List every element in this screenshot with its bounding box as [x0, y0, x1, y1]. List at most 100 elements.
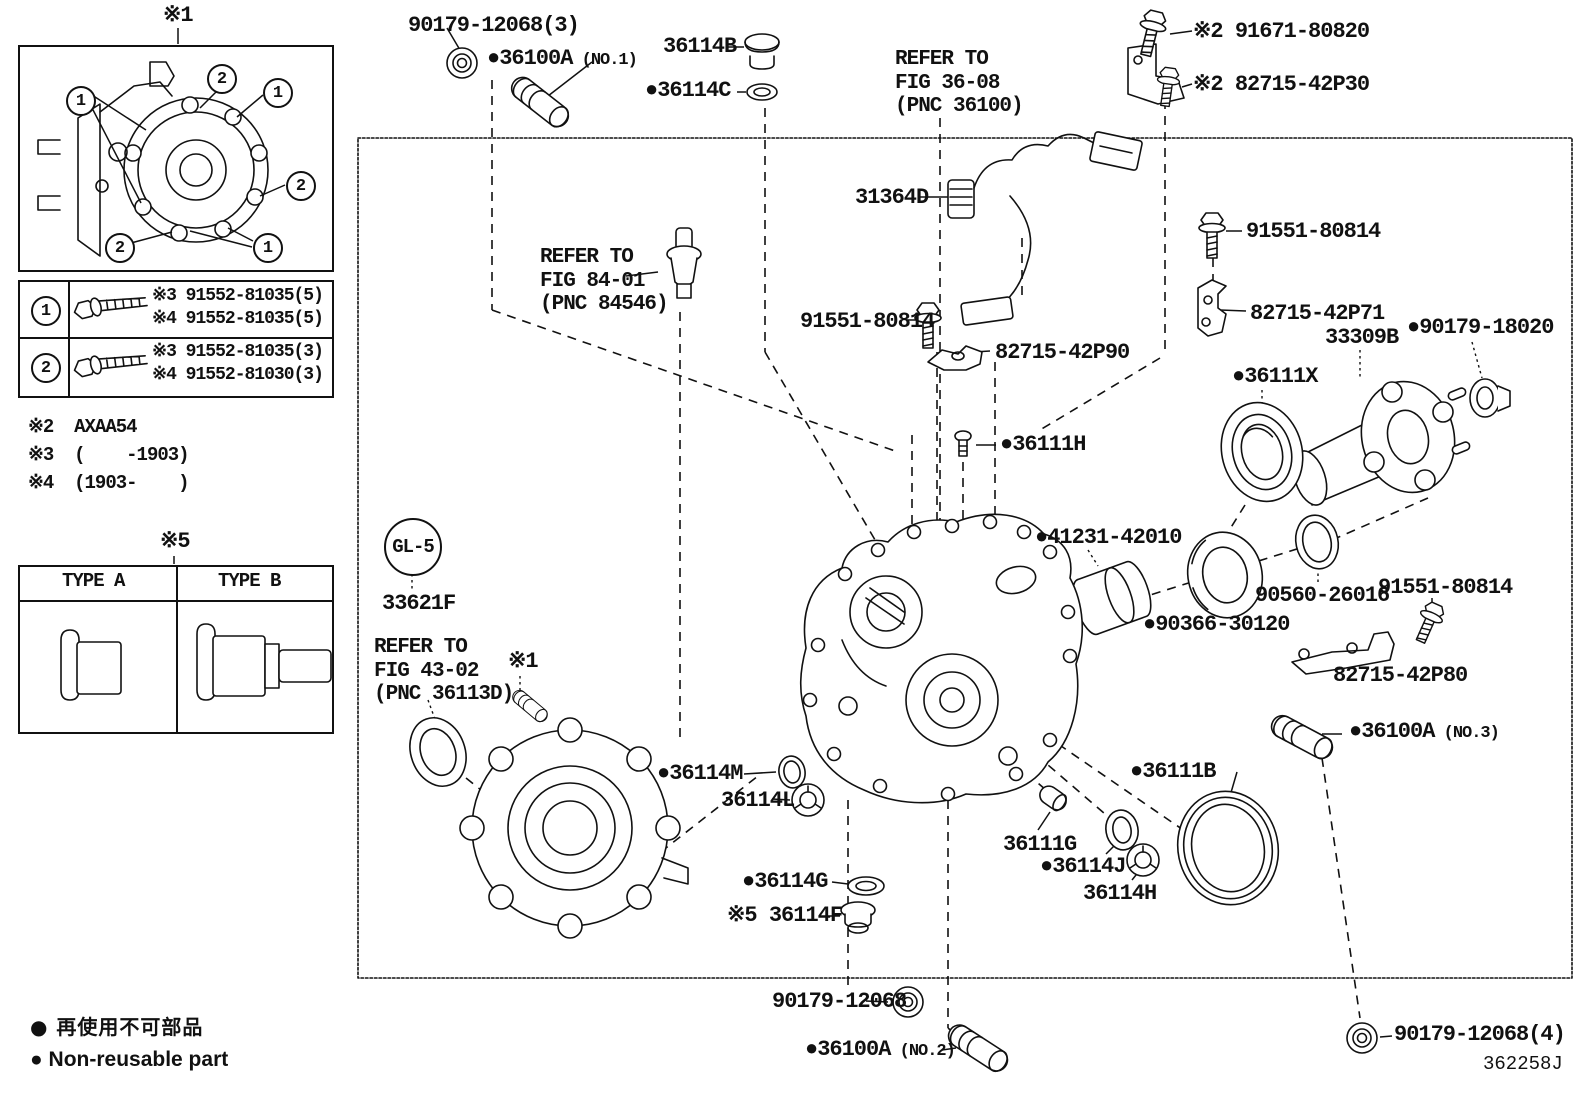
oil-seal-icon	[1220, 401, 1304, 503]
non-reusable-dot: ●	[805, 1037, 818, 1062]
breather-plug-icon	[744, 33, 780, 70]
part-label-36114h: 36114H	[1083, 881, 1157, 906]
plug-icon	[791, 783, 825, 817]
bolt-spec-table	[18, 280, 334, 398]
plug-icon	[1126, 843, 1160, 877]
non-reusable-dot: ●	[657, 761, 670, 786]
stud-bolt-icon	[1266, 710, 1338, 764]
bolt-spec-row1-line2: ※4 91552-81035(5)	[152, 309, 324, 329]
part-label-82715-42p80: 82715-42P80	[1333, 663, 1468, 688]
legend-non-reusable-jp: ● 再使用不可部品	[30, 1015, 204, 1039]
part-label-36111x: ●36111X	[1232, 364, 1318, 389]
part-label-90179-12068: 90179-12068	[772, 989, 907, 1014]
part-label-82715-42p30: ※2 82715-42P30	[1193, 72, 1370, 97]
table-row-divider	[20, 337, 332, 339]
footnote-4: ※4 (1903- )	[28, 472, 190, 494]
oil-seal-icon	[409, 717, 467, 787]
part-label-91671-80820: ※2 91671-80820	[1193, 19, 1370, 44]
refer-note-fig-36-08: REFER TO FIG 36-08 (PNC 36100)	[895, 48, 1024, 119]
snap-ring-icon	[1294, 514, 1340, 570]
refer-note-fig-84-01: REFER TO FIG 84-01 (PNC 84546)	[540, 246, 669, 317]
case-bolt-holes	[802, 514, 1078, 802]
non-reusable-dot: ●	[1143, 612, 1156, 637]
table-col-divider	[68, 282, 70, 396]
speed-sensor-icon	[666, 227, 702, 299]
drawing-number: 362258J	[1483, 1053, 1563, 1075]
plug-icon	[1469, 378, 1511, 418]
type-b-plug-shape	[196, 623, 332, 701]
part-label-36114j: ●36114J	[1040, 854, 1126, 879]
type-table	[18, 565, 334, 734]
callout-badge: 1	[263, 78, 293, 108]
callout-badge: 2	[207, 64, 237, 94]
callout-1-badge: 1	[31, 296, 61, 326]
part-label-33621f: 33621F	[382, 591, 456, 616]
note-ref: ※2	[1193, 19, 1235, 44]
part-label-82715-42p71: 82715-42P71	[1250, 301, 1385, 326]
part-label-90179-12068-4: 90179-12068(4)	[1394, 1022, 1566, 1047]
part-label-31364d: 31364D	[855, 185, 929, 210]
part-label-82715-42p90: 82715-42P90	[995, 340, 1130, 365]
part-label-36111g: 36111G	[1003, 832, 1077, 857]
wire-harness-icon	[947, 131, 1143, 326]
type-a-header: TYPE A	[62, 570, 125, 592]
non-reusable-dot: ●	[487, 46, 500, 71]
inset-housing-drawing	[37, 28, 286, 257]
callout-badge: 1	[253, 233, 283, 263]
callout-badge: 1	[66, 86, 96, 116]
wire-clamp-icon	[927, 345, 983, 371]
callout-2-badge: 2	[31, 353, 61, 383]
side-cover-drawing	[459, 717, 689, 939]
stud-bolt-icon	[506, 72, 574, 132]
non-reusable-dot: ●	[1232, 364, 1245, 389]
clamp-bracket-icon	[1291, 631, 1395, 675]
drain-plug-icon	[840, 901, 876, 934]
transfer-output-shaft-drawing	[1292, 380, 1471, 506]
part-label-36114m: ●36114M	[657, 761, 743, 786]
part-label-91551-80814-right: 91551-80814	[1378, 575, 1513, 600]
spacer-cylinder-icon	[1072, 560, 1152, 636]
part-label-36114c: ●36114C	[645, 78, 731, 103]
part-label-36114g: ●36114G	[742, 869, 828, 894]
non-reusable-dot: ●	[1035, 525, 1048, 550]
part-label-36100a-no1: ●36100A (NO.1)	[487, 46, 638, 71]
transfer-case-drawing	[799, 513, 1084, 804]
part-label-41231-42010: ●41231-42010	[1035, 525, 1182, 550]
nut-icon	[446, 47, 478, 79]
refer-note-fig-43-02: REFER TO FIG 43-02 (PNC 36113D)	[374, 636, 514, 707]
part-label-36100a-no2: ●36100A (NO.2)	[805, 1037, 956, 1062]
inset-bolt-holes	[124, 96, 268, 242]
non-reusable-dot: ●	[1349, 719, 1362, 744]
note-ref-1-marker: ※1	[508, 649, 539, 674]
main-diagram-border	[357, 137, 1573, 979]
part-label-91551-80814-mid: 91551-80814	[800, 309, 935, 334]
non-reusable-dot: ●	[1130, 759, 1143, 784]
non-reusable-dot: ●	[1000, 432, 1013, 457]
bearing-icon	[1186, 531, 1264, 619]
bolt-spec-row1-line1: ※3 91552-81035(5)	[152, 286, 324, 306]
type-a-plug-shape	[60, 629, 122, 701]
part-label-90179-12068-3: 90179-12068(3)	[408, 13, 580, 38]
o-ring-icon	[778, 755, 806, 789]
note-ref: ※2	[1193, 72, 1235, 97]
part-label-36114l: 36114L	[721, 788, 795, 813]
callout-badge: 2	[286, 171, 316, 201]
dowel-pin-icon	[1039, 785, 1067, 812]
gl5-oil-badge: GL-5	[384, 518, 442, 576]
bolt-location-inset-box	[18, 45, 334, 272]
part-label-90366-30120: ●90366-30120	[1143, 612, 1290, 637]
part-label-36111b: ●36111B	[1130, 759, 1216, 784]
non-reusable-dot: ●	[30, 1015, 49, 1039]
bolt-spec-row2-line1: ※3 91552-81035(3)	[152, 342, 324, 362]
part-label-36114b: 36114B	[663, 34, 737, 59]
wire-clamp-icon	[1197, 279, 1227, 337]
oil-seal-ring-icon	[1176, 790, 1280, 906]
legend-non-reusable-en: ● Non-reusable part	[30, 1048, 229, 1071]
o-ring-icon	[1105, 809, 1139, 851]
nut-icon	[1346, 1022, 1378, 1054]
flange-bolt-icon	[1198, 212, 1226, 259]
gasket-icon	[847, 876, 885, 896]
footnote-2: ※2 AXAA54	[28, 416, 138, 438]
